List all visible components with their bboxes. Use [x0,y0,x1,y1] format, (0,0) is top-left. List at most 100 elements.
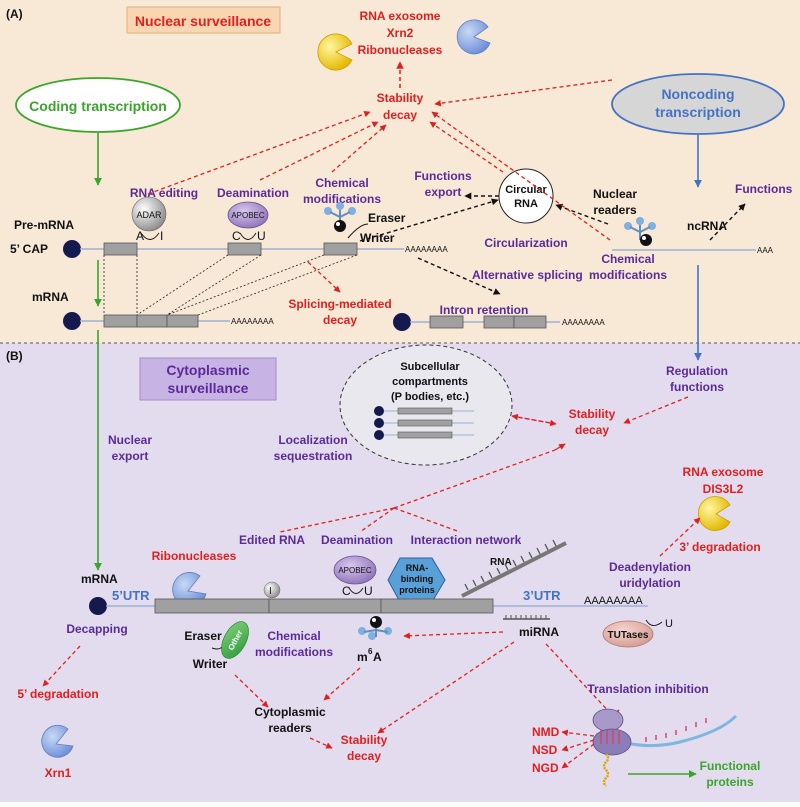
utr5-label: 5’UTR [112,588,150,603]
apobec-b-icon [333,555,377,585]
nuclear-export-1: Nuclear [108,433,152,447]
nuclear-readers-1: Nuclear [593,187,637,201]
tutases-label: TUTases [608,630,649,641]
cyto-readers-1: Cytoplasmic [254,705,326,719]
regulation-1: Regulation [666,364,728,378]
pre-mrna-exon-3 [323,242,358,256]
exosome-line-3: Ribonucleases [358,43,443,57]
splicing-decay-2: decay [323,313,357,327]
stability-decay-b2-1: Stability [341,733,388,747]
regulation-2: functions [670,380,724,394]
circular-rna-1: Circular [505,184,547,196]
writer-b-label: Writer [193,657,228,671]
rbp-3: proteins [399,585,435,595]
pacman-xrn1-icon [41,724,74,758]
rbp-2: binding [401,574,434,584]
rna-comb-icon [461,539,567,598]
tutases-oval [602,620,654,648]
nuclear-surveillance-box [126,6,281,34]
alt-splicing-label: Alternative splicing [472,268,583,282]
pre-mrna-polya: AAAAAAAA [405,245,448,254]
mrna-a-exon-3 [166,314,199,328]
intron-polya: AAAAAAAA [562,318,605,327]
nsd-label: NSD [532,743,558,757]
stability-decay-b-1: Stability [569,407,616,421]
nmd-label: NMD [532,725,560,739]
functions-export-2: export [425,185,462,199]
circular-rna-node [498,168,554,224]
mrna-a-label: mRNA [32,290,69,304]
deamination-a-label: Deamination [217,186,289,200]
m6a-sup: 6 [368,647,373,656]
chemmod-a2-2: modifications [589,268,667,282]
ribosome-icon [592,708,632,756]
adar-protein-icon [131,196,167,232]
mrna-a-polya: AAAAAAAA [231,317,274,326]
functional-1: Functional [700,759,761,773]
pacman-blue-icon [456,19,491,55]
degr5-label: 5’ degradation [17,687,98,701]
stability-decay-b2-2: decay [347,749,381,763]
circularization-label: Circularization [484,236,567,250]
letter-c-b: C [342,584,351,598]
intron-mrna-cap [393,313,411,331]
pacman-yellow-b-icon [697,496,731,531]
eraser-b-label: Eraser [184,629,222,643]
ncrna-label: ncRNA [687,219,727,233]
letter-u-b: U [364,584,373,598]
letter-c-a: C [232,229,241,243]
stability-decay-a-2: decay [383,108,417,122]
cyto-title-2: surveillance [168,380,249,396]
nuclear-reader-icon [624,217,656,246]
rna-ladder-icon [645,718,707,742]
adar-label: ADAR [136,210,162,220]
edited-rna-label: Edited RNA [239,533,305,547]
other-protein-icon [221,621,249,659]
eraser-a-label: Eraser [368,211,406,225]
m6a-reader-icon [358,616,392,640]
rna-editing-label: RNA editing [130,186,198,200]
deadenylation-2: uridylation [619,576,680,590]
subcellular-2: compartments [392,376,468,388]
stability-decay-a-1: Stability [377,91,424,105]
nuclear-export-2: export [112,449,149,463]
mrna-b-polya: AAAAAAAA [584,595,643,607]
chemmod-a-1: Chemical [315,176,368,190]
letter-a: A [136,229,144,243]
deamination-b-label: Deamination [321,533,393,547]
exosome2-2: DIS3L2 [703,482,744,496]
coding-transcription-oval [15,77,181,133]
coding-transcription-label: Coding transcription [29,98,167,114]
pacman-yellow-icon [317,33,353,71]
exosome-line-2: Xrn2 [387,26,414,40]
nuclear-surveillance-title: Nuclear surveillance [135,13,271,29]
intron-exon-1 [429,315,464,329]
chemmod-a-2: modifications [303,192,381,206]
decapping-label: Decapping [66,622,127,636]
apobec-a-label: APOBEC [231,211,265,220]
degr3-label: 3’ degradation [679,540,760,554]
cds-seg-2 [268,598,382,614]
functions-export-1: Functions [414,169,472,183]
intron-exon-2 [483,315,515,329]
exosome2-1: RNA exosome [683,465,764,479]
ribonucleases-b-label: Ribonucleases [152,549,237,563]
stability-decay-b-2: decay [575,423,609,437]
noncoding-label-2: transcription [655,104,741,120]
functional-2: proteins [706,775,754,789]
chemmod-b-2: modifications [255,645,333,659]
translation-inhibition-label: Translation inhibition [587,682,708,696]
mrna-b-cap [89,597,107,615]
pre-mrna-cap [63,240,81,258]
intron-exon-3 [513,315,547,329]
mrna-a-exon-1 [103,314,138,328]
utr3-label: 3’UTR [523,588,561,603]
panel-a-label: (A) [6,7,23,21]
letter-i-a: I [160,229,163,243]
edited-i-sphere [263,581,281,599]
panel-a-background [0,0,800,343]
rbp-1: RNA- [406,563,429,573]
subcellular-3: (P bodies, etc.) [391,391,469,403]
ncrna-polya: AAA [757,246,774,255]
